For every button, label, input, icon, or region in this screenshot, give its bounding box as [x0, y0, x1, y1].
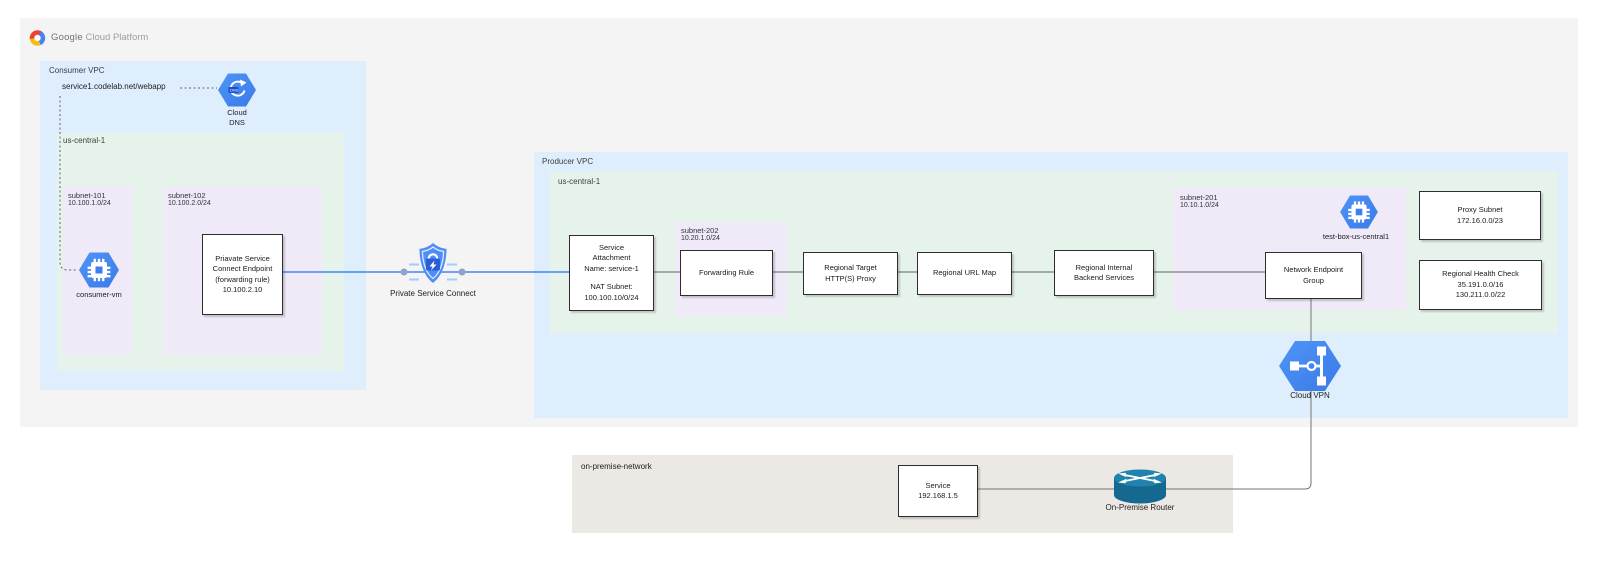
backend-services-line1: Regional Internal: [1075, 262, 1133, 272]
consumer-vm-caption: consumer-vm: [76, 290, 122, 299]
url-map-node: Regional URL Map: [917, 252, 1012, 295]
onprem-service-node: Service 192.168.1.5: [898, 465, 978, 517]
service-attachment-line3: Name: service-1: [584, 263, 639, 273]
brand-title: Google Cloud Platform: [51, 32, 148, 43]
proxy-subnet-node: Proxy Subnet 172.16.0.0/23: [1419, 191, 1541, 240]
vm-dotted-connector: [59, 96, 78, 271]
service-attachment-line2: Attachment: [592, 253, 631, 263]
subnet-201-cidr: 10.10.1.0/24: [1180, 202, 1219, 209]
subnet-102-cidr: 10.100.2.0/24: [168, 200, 211, 207]
psc-endpoint-line3: (forwarding rule): [215, 274, 270, 284]
consumer-region-label: us-central-1: [63, 136, 106, 145]
url-map-label: Regional URL Map: [932, 268, 997, 278]
subnet-101-name: subnet-101: [68, 191, 106, 200]
psc-left-dot: [400, 268, 408, 276]
psc-endpoint-line1: Priavate Service: [215, 253, 270, 263]
forwarding-rule-node: Forwarding Rule: [680, 250, 773, 296]
google-cloud-logo-icon: [29, 30, 46, 46]
on-premise-router-caption: On-Premise Router: [1105, 503, 1175, 512]
test-box-vm-icon: [1340, 195, 1378, 229]
consumer-vpc-label: Consumer VPC: [49, 66, 105, 75]
neg-line2: Group: [1303, 275, 1324, 285]
brand-cloud-platform: Cloud Platform: [85, 32, 149, 43]
subnet-102-label: subnet-102 10.100.2.0/24: [168, 191, 211, 207]
brand-google: Google: [51, 32, 83, 43]
proxy-subnet-line2: 172.16.0.0/23: [1457, 215, 1503, 225]
proxy-subnet-line1: Proxy Subnet: [1457, 205, 1503, 214]
producer-vpc-label: Producer VPC: [542, 157, 594, 166]
subnet-201-name: subnet-201: [1180, 193, 1218, 202]
health-check-node: Regional Health Check 35.191.0.0/16 130.…: [1419, 260, 1542, 310]
on-premise-network-label: on-premise-network: [581, 462, 652, 471]
network-endpoint-group-node: Network Endpoint Group: [1265, 252, 1362, 299]
dns-record-text: service1.codelab.net/webapp: [62, 82, 166, 91]
onprem-service-line2: 192.168.1.5: [918, 491, 958, 500]
cloud-vpn-caption: Cloud VPN: [1290, 391, 1330, 400]
on-premise-router-icon: [1114, 469, 1166, 504]
consumer-vm-icon: [79, 252, 119, 288]
neg-to-router-vpn-connector: [1166, 297, 1312, 490]
subnet-101-label: subnet-101 10.100.1.0/24: [68, 191, 111, 207]
test-box-caption: test-box-us-central1: [1322, 232, 1390, 241]
subnet-102-name: subnet-102: [168, 191, 206, 200]
subnet-101-cidr: 10.100.1.0/24: [68, 200, 111, 207]
health-check-line2: 35.191.0.0/16: [1457, 279, 1504, 289]
service-attachment-line4: NAT Subnet:: [590, 282, 633, 292]
svg-text:DNS: DNS: [230, 88, 239, 93]
psc-endpoint-line2: Connect Endpoint: [212, 264, 273, 273]
neg-line1: Network Endpoint: [1283, 265, 1344, 274]
psc-endpoint-line4: 10.100.2.10: [222, 285, 263, 294]
subnet-202-label: subnet-202 10.20.1.0/24: [681, 226, 720, 242]
target-proxy-line2: HTTP(S) Proxy: [825, 273, 876, 283]
producer-region-label: us-central-1: [558, 177, 601, 186]
target-proxy-line1: Regional Target: [824, 263, 877, 272]
subnet-202-cidr: 10.20.1.0/24: [681, 235, 720, 242]
service-attachment-line5: 100.100.10/0/24: [584, 292, 639, 302]
psc-endpoint-node: Priavate Service Connect Endpoint (forwa…: [202, 234, 283, 315]
private-service-connect-caption: Private Service Connect: [390, 289, 476, 298]
service-attachment-node: Service Attachment Name: service-1 NAT S…: [569, 235, 654, 311]
forwarding-rule-label: Forwarding Rule: [698, 267, 755, 277]
target-proxy-node: Regional Target HTTP(S) Proxy: [803, 252, 898, 295]
backend-services-node: Regional Internal Backend Services: [1054, 250, 1154, 296]
backend-services-line2: Backend Services: [1073, 273, 1135, 282]
cloud-dns-caption: Cloud DNS: [212, 108, 262, 128]
cloud-dns-caption-line2: DNS: [229, 118, 245, 127]
onprem-service-line1: Service: [925, 480, 951, 490]
health-check-line3: 130.211.0.0/22: [1455, 290, 1506, 300]
subnet-201-label: subnet-201 10.10.1.0/24: [1180, 193, 1219, 209]
service-attachment-line1: Service: [598, 242, 624, 252]
cloud-vpn-icon: [1279, 341, 1341, 391]
private-service-connect-icon: [419, 243, 447, 283]
cloud-dns-caption-line1: Cloud: [227, 108, 247, 117]
health-check-line1: Regional Health Check: [1442, 269, 1519, 279]
subnet-202-name: subnet-202: [681, 226, 719, 235]
psc-right-dot: [458, 268, 466, 276]
cloud-dns-icon: DNS: [218, 73, 256, 107]
